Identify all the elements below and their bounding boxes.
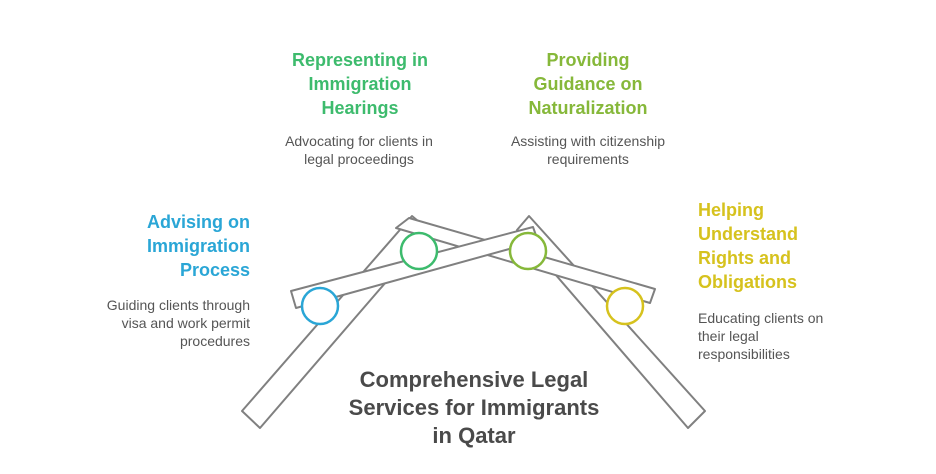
guidance-marker <box>508 231 548 271</box>
helping-description: Educating clients on their legal respons… <box>698 310 824 362</box>
representing-heading: Representing in Immigration Hearings <box>291 50 429 118</box>
advising-heading: Advising on Immigration Process <box>146 212 250 280</box>
representing-description: Advocating for clients in legal proceedi… <box>285 133 433 167</box>
guidance-heading: Providing Guidance on Naturalization <box>528 50 648 118</box>
helping-heading: Helping Understand Rights and Obligation… <box>698 200 799 292</box>
advising-marker <box>300 286 340 326</box>
helping-marker <box>605 286 645 326</box>
diagram-title: Comprehensive Legal Services for Immigra… <box>348 367 600 448</box>
representing-marker <box>399 231 439 271</box>
advising-description: Guiding clients through visa and work pe… <box>106 297 250 349</box>
guidance-description: Assisting with citizenship requirements <box>510 133 666 167</box>
